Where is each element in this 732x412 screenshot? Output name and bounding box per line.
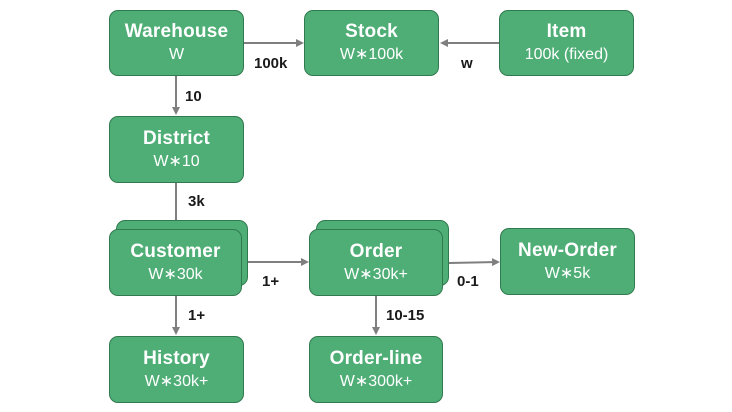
edge-order-new-order — [448, 258, 500, 267]
node-new-order-sub: W∗5k — [544, 264, 591, 282]
node-item-sub: 100k (fixed) — [524, 46, 609, 63]
node-item-title: Item — [546, 21, 587, 42]
node-customer-sub: W∗30k — [148, 265, 203, 283]
node-history-sub: W∗30k+ — [144, 372, 209, 390]
node-warehouse-sub: W — [168, 46, 185, 63]
node-warehouse-title: Warehouse — [124, 21, 229, 42]
node-stock-sub: W∗100k — [339, 46, 404, 63]
edge-label-district-customer: 3k — [188, 193, 205, 210]
node-order-sub: W∗30k+ — [344, 265, 408, 283]
edge-label-order-order-line: 10-15 — [386, 307, 425, 324]
node-new-order: New-Order W∗5k — [500, 228, 635, 295]
edge-label-item-stock: w — [461, 55, 473, 72]
node-order: Order W∗30k+ — [309, 229, 443, 296]
node-history: History W∗30k+ — [109, 336, 244, 403]
edge-label-customer-order: 1+ — [262, 273, 280, 290]
node-order-line-title: Order-line — [329, 347, 423, 369]
edge-label-warehouse-stock: 100k — [254, 55, 288, 72]
node-customer-title: Customer — [130, 240, 221, 262]
node-district-sub: W∗10 — [153, 152, 200, 170]
node-district: District W∗10 — [109, 116, 244, 183]
node-order-line: Order-line W∗300k+ — [309, 336, 443, 403]
node-history-title: History — [143, 347, 210, 369]
node-customer: Customer W∗30k — [109, 229, 242, 296]
node-item: Item 100k (fixed) — [499, 10, 634, 76]
edge-label-customer-history: 1+ — [188, 307, 206, 324]
node-stock-title: Stock — [345, 21, 398, 42]
edge-label-order-new-order: 0-1 — [457, 273, 479, 290]
node-order-line-sub: W∗300k+ — [339, 372, 413, 390]
node-district-title: District — [142, 127, 211, 149]
node-warehouse: Warehouse W — [109, 10, 244, 76]
node-order-title: Order — [349, 240, 403, 262]
edge-label-warehouse-district: 10 — [185, 88, 202, 105]
node-stock: Stock W∗100k — [304, 10, 439, 76]
node-new-order-title: New-Order — [518, 239, 617, 261]
